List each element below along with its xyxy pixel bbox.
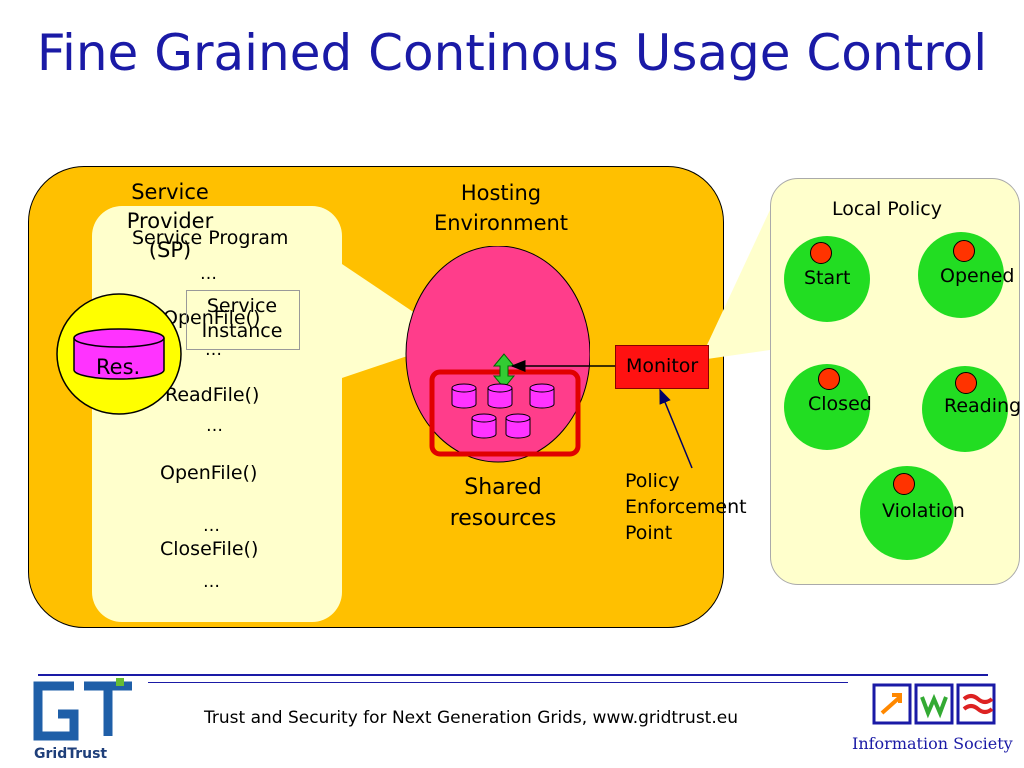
footer-text: Trust and Security for Next Generation G…	[204, 708, 738, 728]
pep-pointer-arrow	[659, 388, 693, 469]
policy-callout	[700, 210, 770, 360]
service-program-panel	[92, 206, 342, 622]
service-program-title: Service Program	[132, 227, 289, 249]
program-line: …	[203, 516, 220, 536]
state-token	[953, 240, 975, 262]
program-line: …	[205, 340, 222, 360]
gridtrust-logo-text: GridTrust	[34, 746, 108, 762]
state-start-label: Start	[804, 267, 851, 289]
program-line: CloseFile()	[160, 538, 259, 560]
service-instance-box	[186, 290, 300, 350]
monitor-box	[615, 345, 709, 389]
state-token	[955, 372, 977, 394]
program-line: …	[206, 416, 223, 436]
resource-node	[56, 293, 182, 415]
pep-label: Policy Enforcement Point	[625, 470, 747, 544]
information-society-logo-text: Information Society	[852, 734, 1013, 753]
service-provider-label: Service Provider (SP)	[126, 180, 214, 262]
hosting-environment-label: Hosting Environment	[433, 181, 569, 235]
program-line: …	[200, 264, 217, 284]
state-token	[810, 242, 832, 264]
shared-resources-label: Shared resources	[449, 475, 557, 531]
footer-divider	[38, 674, 988, 676]
state-token	[893, 473, 915, 495]
state-violation-label: Violation	[882, 500, 965, 522]
local-policy-title: Local Policy	[832, 198, 942, 220]
information-society-logo-icon	[872, 683, 996, 725]
state-opened-label: Opened	[940, 265, 1015, 287]
program-line: OpenFile()	[163, 307, 261, 329]
resource-label: Res.	[96, 355, 141, 379]
state-closed-label: Closed	[808, 393, 872, 415]
service-instance-label: Service Instance	[201, 295, 283, 342]
program-line: …	[203, 572, 220, 592]
program-line: OpenFile()	[160, 462, 258, 484]
shared-resources-node	[405, 246, 590, 463]
state-reading-label: Reading	[944, 395, 1022, 417]
monitor-label: Monitor	[626, 355, 699, 377]
slide-title: Fine Grained Continous Usage Control	[36, 24, 988, 82]
footer-divider-thin	[148, 682, 848, 683]
program-line: ReadFile()	[165, 384, 260, 406]
state-token	[818, 368, 840, 390]
gridtrust-logo-icon	[33, 678, 132, 741]
